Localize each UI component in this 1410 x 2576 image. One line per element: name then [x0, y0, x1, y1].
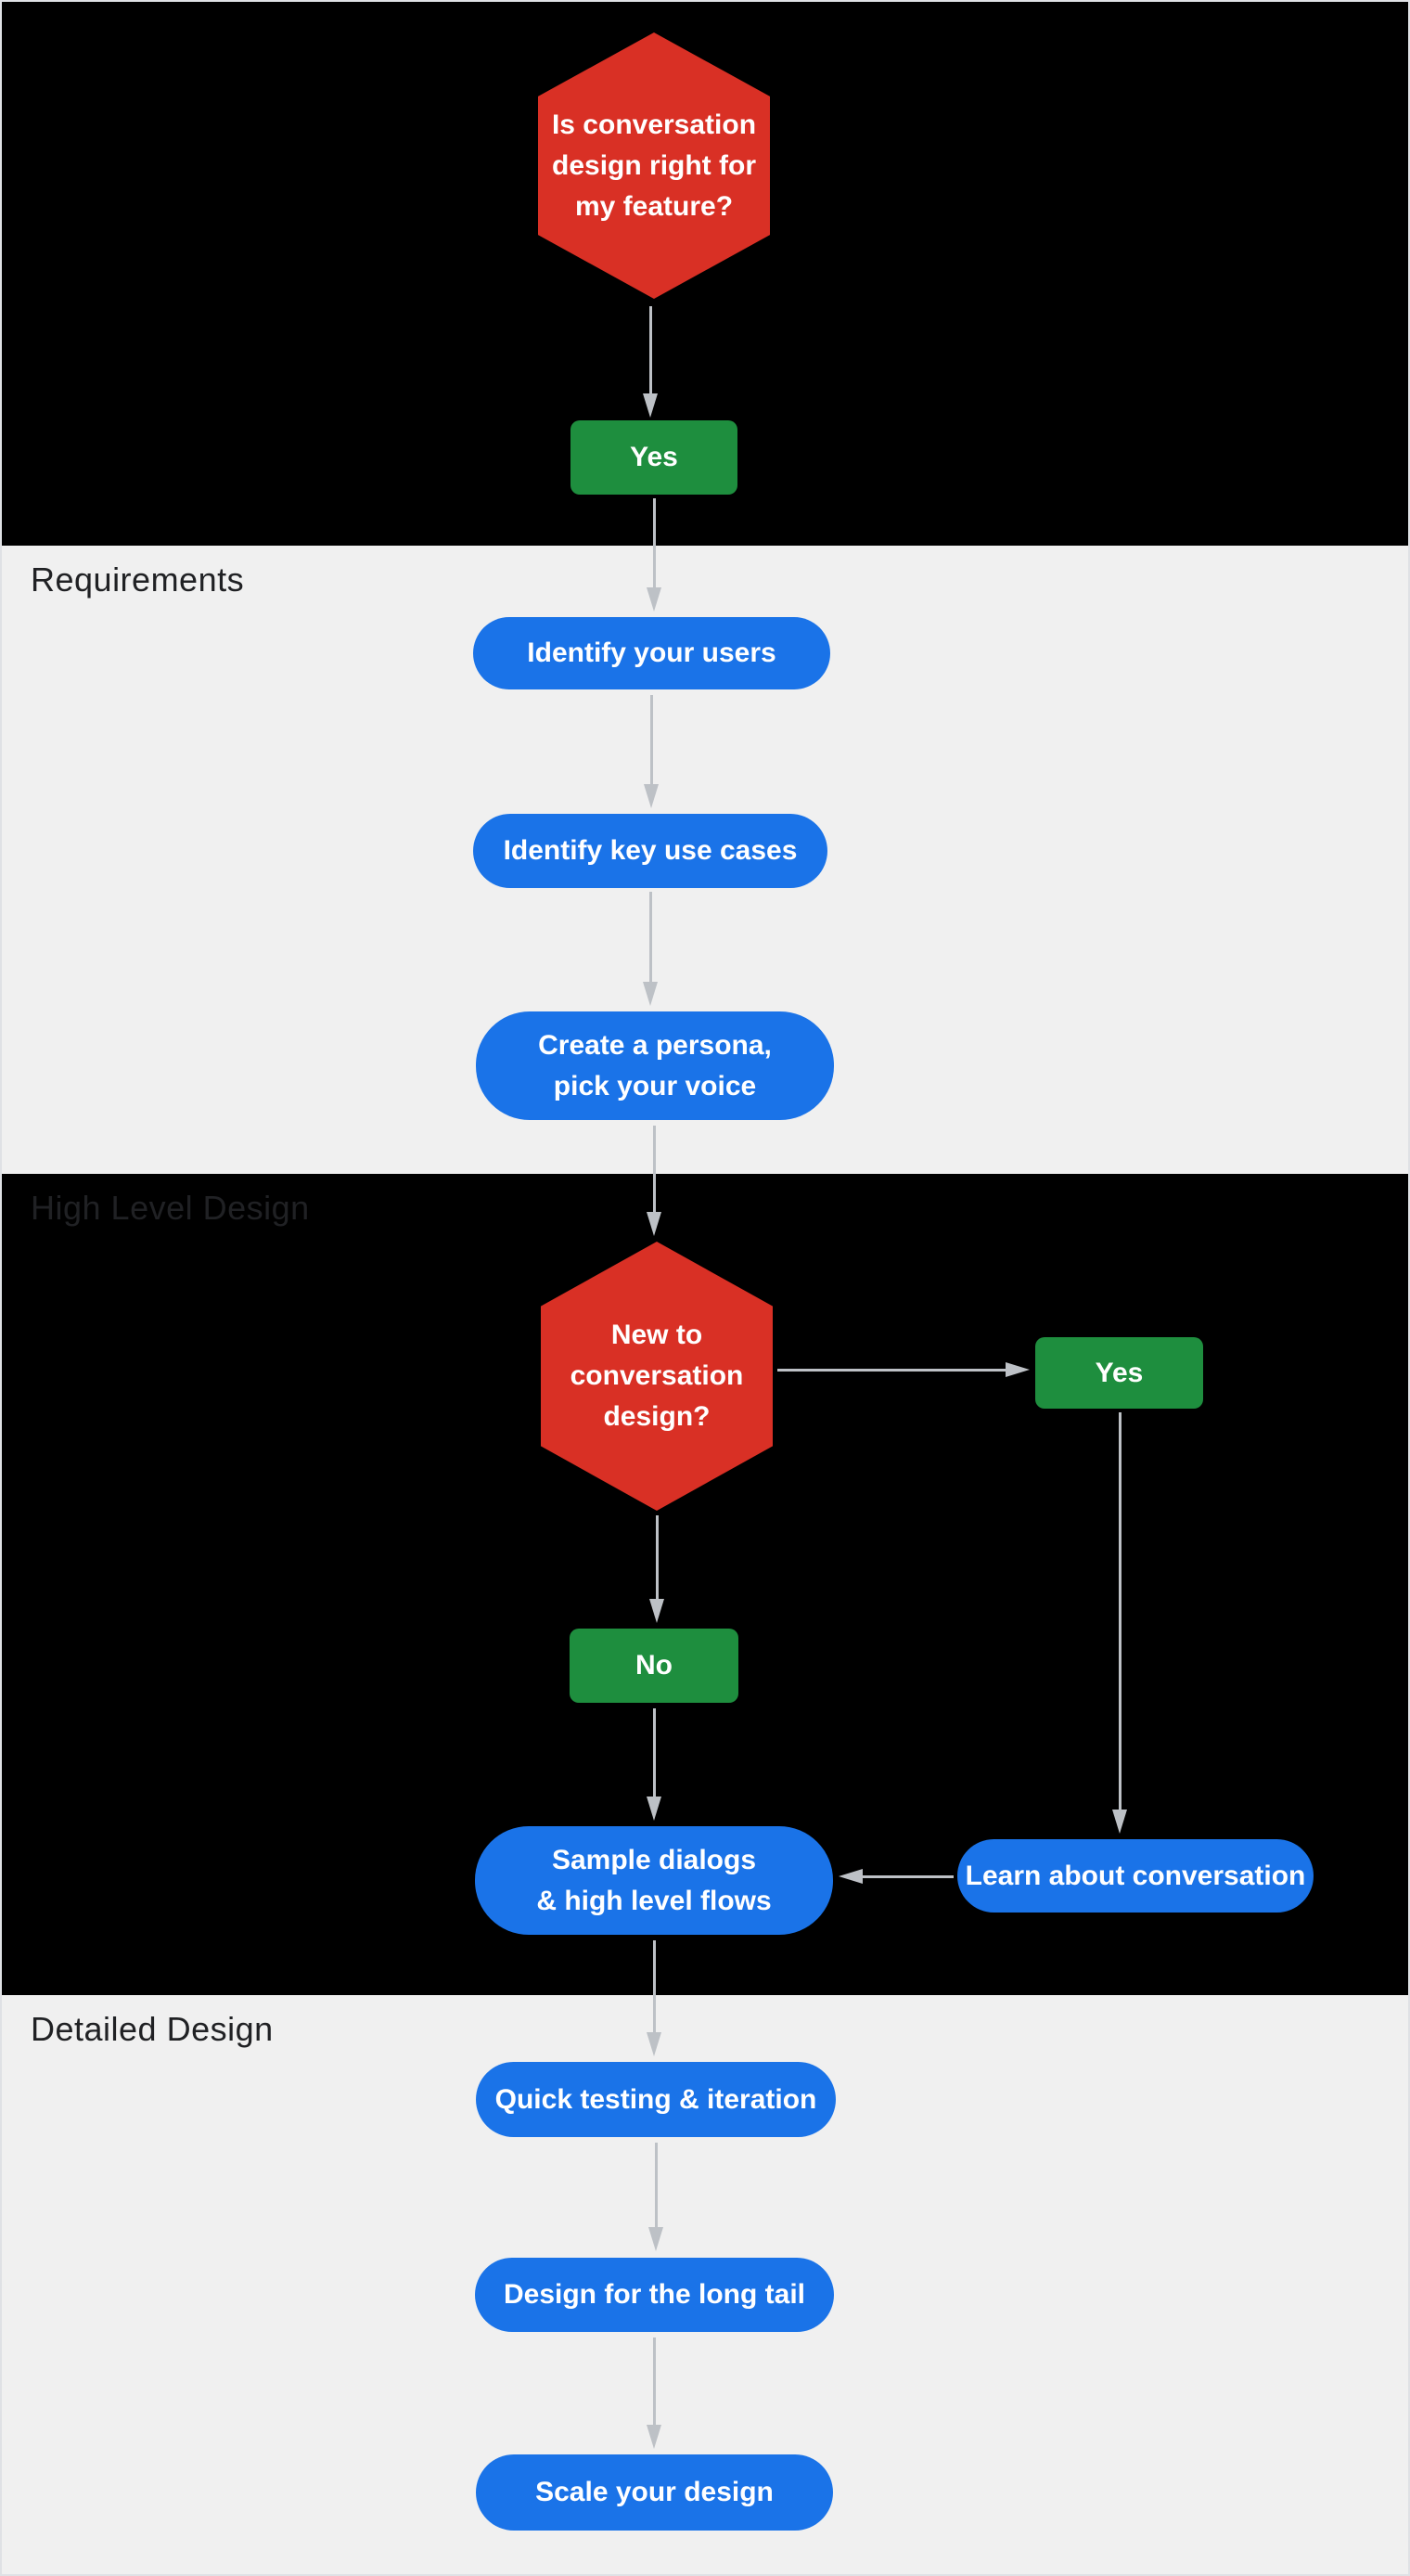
- connector-line: [650, 695, 653, 786]
- answer-label: No: [635, 1650, 673, 1681]
- answer-yes-feature-button[interactable]: Yes: [570, 420, 737, 495]
- step-label-line: pick your voice: [553, 1070, 757, 1101]
- step-identify-users-button[interactable]: Identify your users: [473, 617, 830, 689]
- connector-line: [653, 2338, 656, 2427]
- answer-yes-new-button[interactable]: Yes: [1035, 1337, 1203, 1409]
- step-scale-design-button[interactable]: Scale your design: [476, 2454, 833, 2531]
- connector-line: [777, 1369, 1007, 1372]
- section-label-detailed-design: Detailed Design: [31, 2010, 274, 2048]
- decision-text-line: conversation: [570, 1360, 744, 1391]
- arrowhead-down-icon: [644, 784, 659, 808]
- decision-text-line: design?: [603, 1401, 711, 1432]
- arrowhead-down-icon: [643, 393, 658, 418]
- connector-line: [649, 892, 652, 984]
- step-create-persona-button[interactable]: Create a persona, pick your voice: [476, 1011, 834, 1120]
- connector-line: [653, 498, 656, 589]
- connector-line: [656, 1515, 659, 1601]
- arrowhead-down-icon: [647, 1797, 661, 1821]
- decision-feature-fit-hexagon: Is conversation design right for my feat…: [538, 32, 770, 299]
- arrowhead-right-icon: [1006, 1362, 1030, 1377]
- decision-text-line: design right for: [552, 149, 756, 181]
- connector-line: [653, 1708, 656, 1798]
- step-label-line: Create a persona,: [538, 1029, 772, 1061]
- step-label: Design for the long tail: [503, 2279, 805, 2310]
- answer-label: Yes: [630, 442, 678, 472]
- arrow-decision2-to-yes: [777, 1359, 1030, 1380]
- arrowhead-down-icon: [1112, 1810, 1127, 1834]
- step-learn-conversation-button[interactable]: Learn about conversation: [957, 1839, 1314, 1913]
- section-label-requirements: Requirements: [31, 560, 245, 599]
- arrow-sample-to-quick-testing: [644, 1940, 664, 2056]
- arrow-yes-to-identify-users: [644, 498, 664, 612]
- step-label: Identify your users: [527, 638, 776, 668]
- step-label: Identify key use cases: [503, 835, 798, 866]
- arrowhead-down-icon: [647, 2032, 661, 2056]
- connector-line: [653, 1126, 656, 1214]
- answer-no-new-button[interactable]: No: [570, 1629, 738, 1703]
- arrow-use-cases-to-persona: [640, 892, 660, 1006]
- arrowhead-down-icon: [647, 2425, 661, 2449]
- arrowhead-down-icon: [648, 2227, 663, 2251]
- section-label-high-level-design: High Level Design: [31, 1189, 310, 1227]
- arrow-long-tail-to-scale: [644, 2338, 664, 2449]
- arrowhead-down-icon: [647, 587, 661, 612]
- connector-line: [649, 306, 652, 395]
- step-label: Scale your design: [535, 2477, 774, 2507]
- decision-new-to-design-hexagon: New to conversation design?: [541, 1242, 773, 1511]
- connector-line: [861, 1875, 954, 1878]
- arrowhead-down-icon: [643, 982, 658, 1006]
- decision-text-line: Is conversation: [551, 109, 757, 140]
- arrow-users-to-use-cases: [641, 695, 661, 808]
- connector-line: [655, 2143, 658, 2229]
- connector-line: [1119, 1412, 1122, 1811]
- arrow-decision1-to-yes: [640, 306, 660, 418]
- arrowhead-left-icon: [839, 1869, 863, 1884]
- step-sample-dialogs-button[interactable]: Sample dialogs & high level flows: [475, 1826, 833, 1935]
- arrow-persona-to-decision2: [644, 1126, 664, 1236]
- arrowhead-down-icon: [647, 1212, 661, 1236]
- decision-text-line: New to: [610, 1320, 703, 1350]
- step-label: Quick testing & iteration: [494, 2083, 817, 2115]
- step-label: Learn about conversation: [965, 1860, 1306, 1891]
- step-long-tail-button[interactable]: Design for the long tail: [475, 2258, 834, 2332]
- arrow-no-to-sample-dialogs: [644, 1708, 664, 1821]
- arrow-decision2-to-no: [647, 1515, 667, 1623]
- arrow-learn-to-sample-dialogs: [839, 1866, 954, 1887]
- answer-label: Yes: [1095, 1357, 1144, 1388]
- arrowhead-down-icon: [649, 1599, 664, 1623]
- arrow-yes-to-learn: [1109, 1412, 1130, 1834]
- step-quick-testing-button[interactable]: Quick testing & iteration: [476, 2062, 836, 2137]
- arrow-quick-to-long-tail: [646, 2143, 666, 2251]
- step-label-line: & high level flows: [536, 1885, 772, 1916]
- decision-text-line: my feature?: [574, 190, 734, 222]
- step-label-line: Sample dialogs: [551, 1844, 757, 1875]
- step-identify-use-cases-button[interactable]: Identify key use cases: [473, 814, 827, 888]
- connector-line: [653, 1940, 656, 2034]
